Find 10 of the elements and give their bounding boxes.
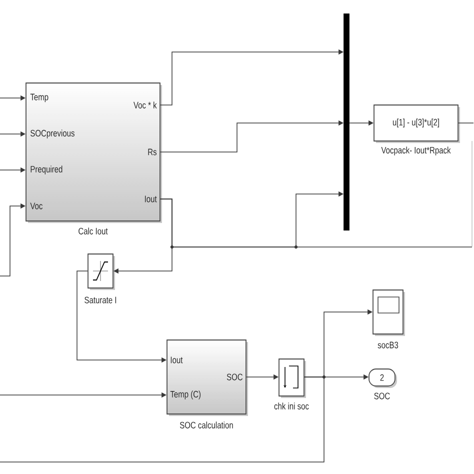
block-name: SOC calculation [180, 422, 233, 428]
block-name: Calc Iout [78, 228, 108, 234]
block-name: socB3 [378, 342, 398, 348]
block-name: Vocpack- Iout*Rpack [381, 146, 451, 156]
signal-line [458, 122, 474, 124]
block-name: SOC [374, 392, 390, 400]
signal-line [160, 198, 472, 248]
block-name: chk ini soc [274, 402, 309, 410]
mux-bar [344, 14, 350, 230]
block-name: Saturate I [84, 296, 116, 304]
